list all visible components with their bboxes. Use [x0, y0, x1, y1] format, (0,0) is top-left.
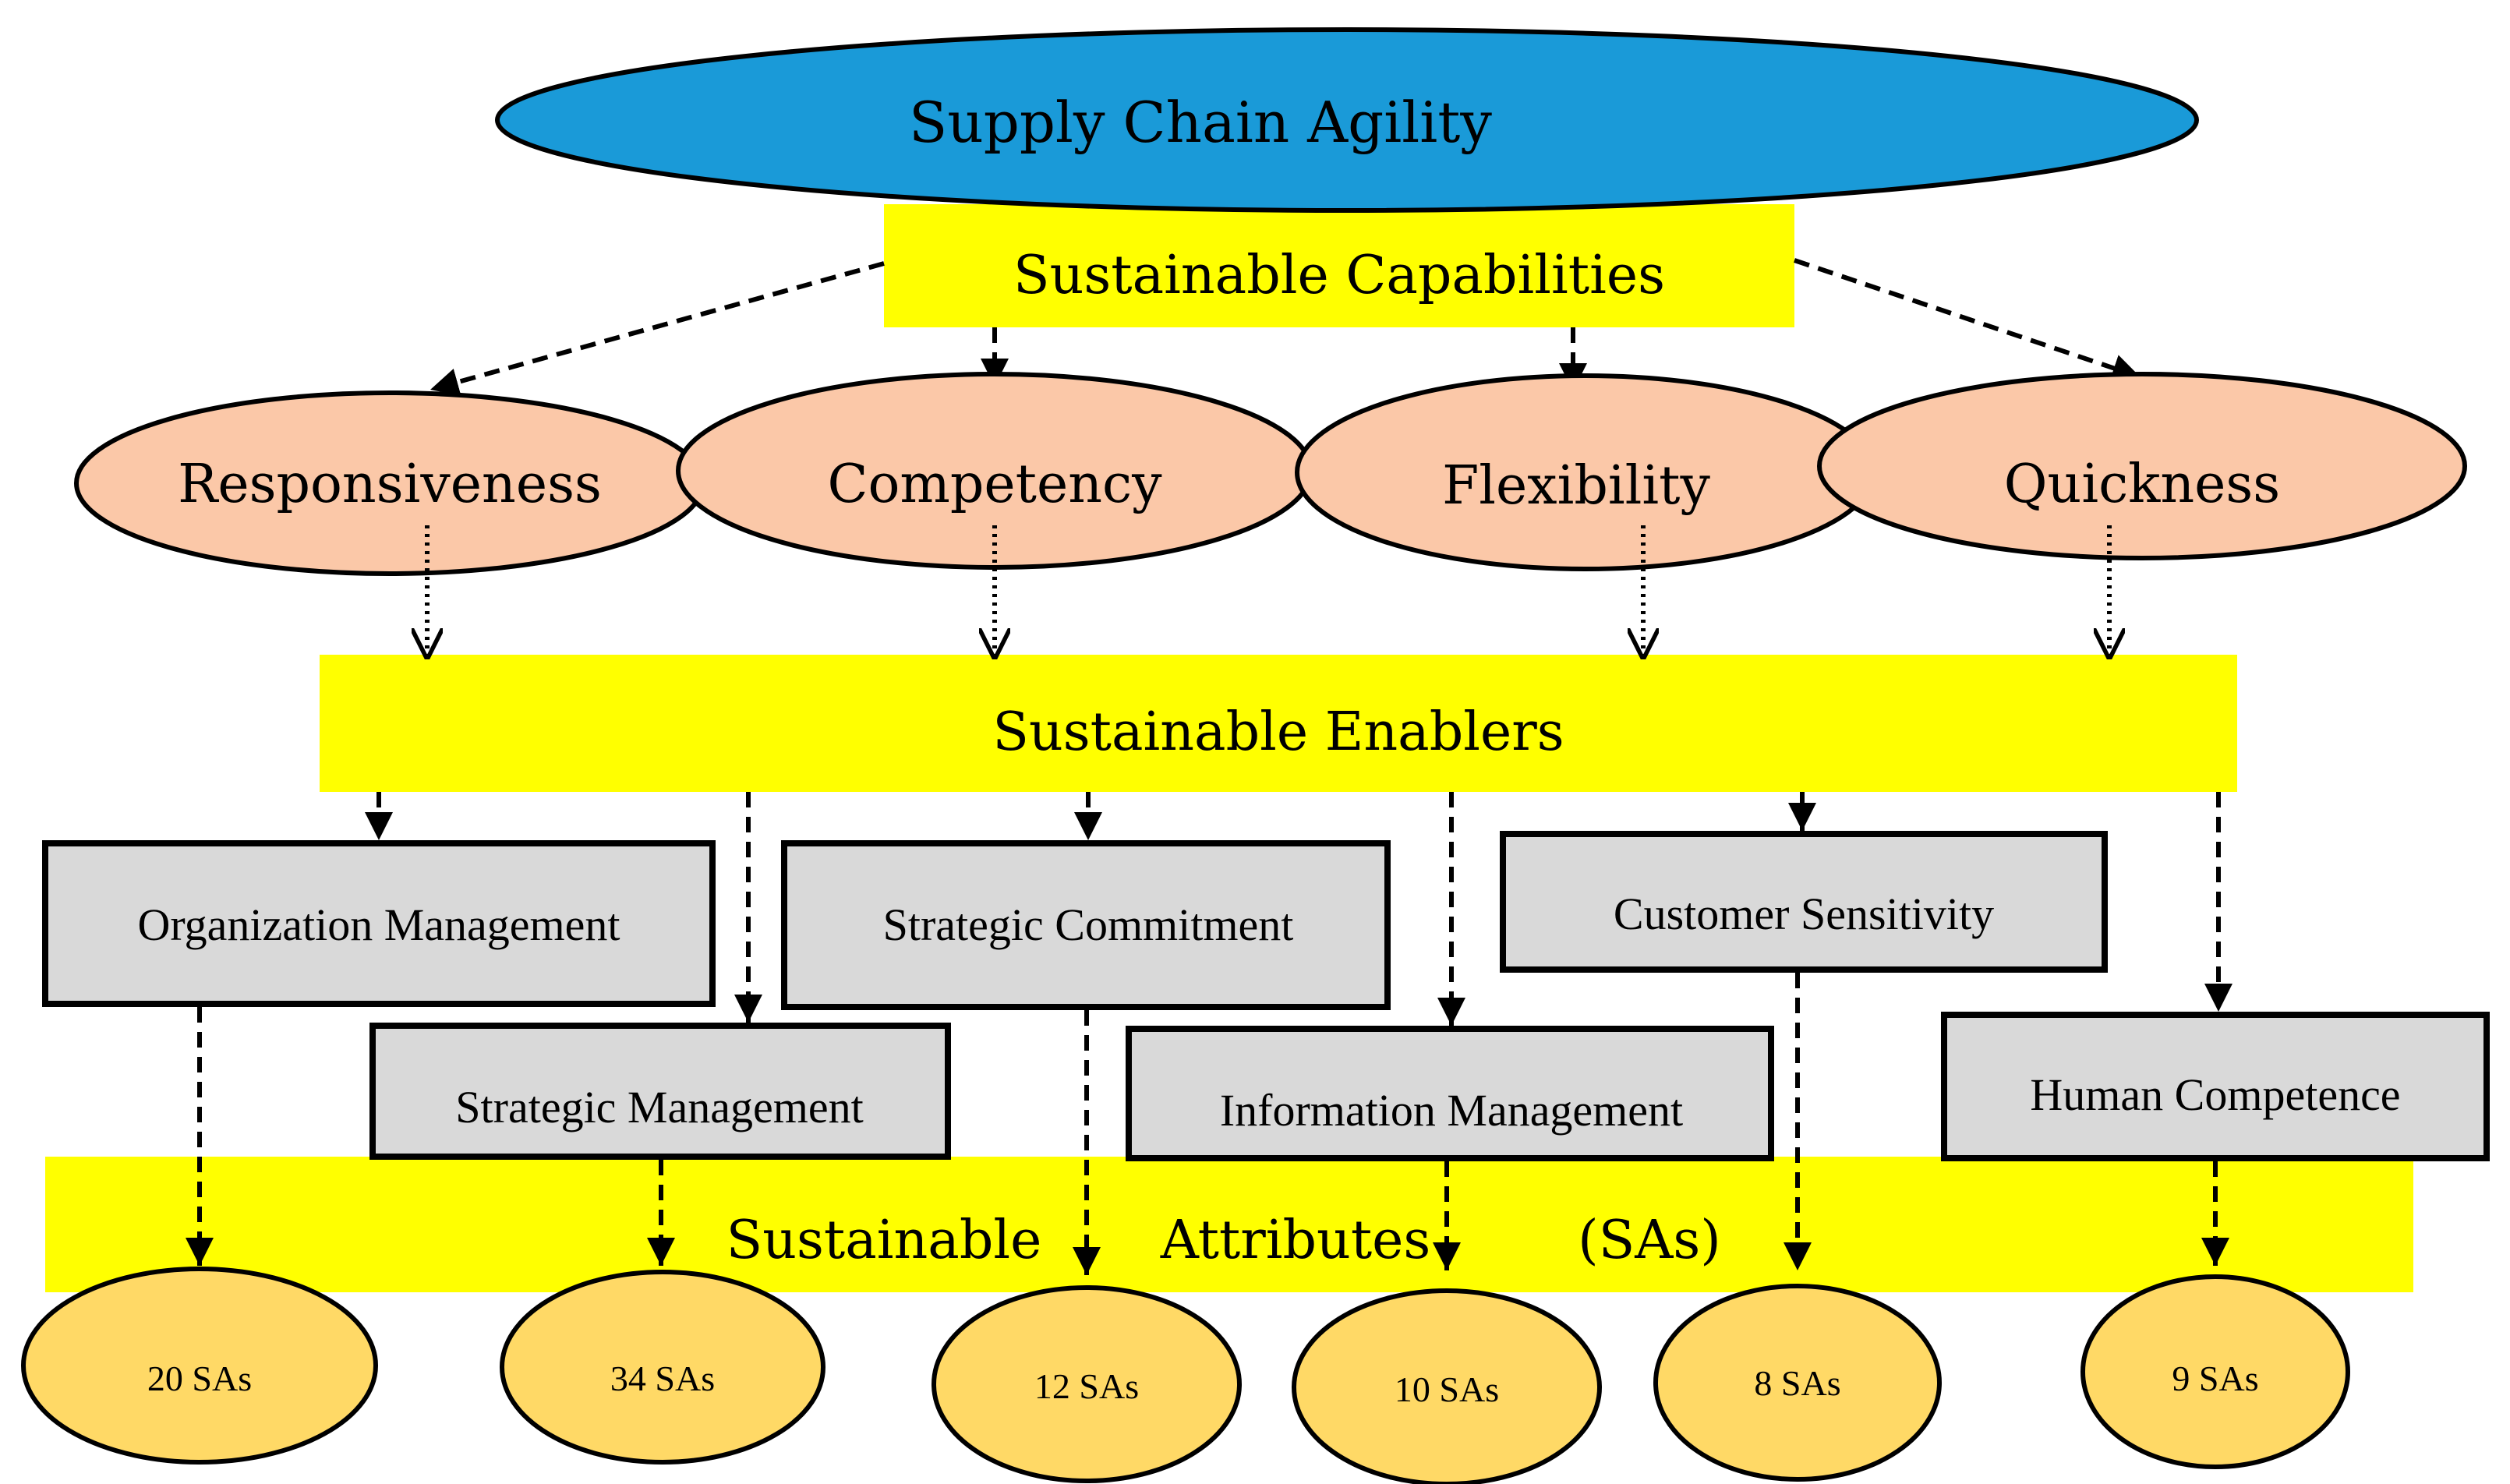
sa-count-10: 10 SAs [1395, 1369, 1499, 1409]
strategic-commitment-box [781, 840, 1391, 1010]
capabilities-band-label: Sustainable Capabilities [1013, 245, 1665, 306]
sa-arrows [186, 973, 2229, 1275]
sa-ellipse-strategic-management [500, 1270, 825, 1465]
attributes-label-word-3: (SAs) [1578, 1210, 1721, 1271]
competency-label: Competency [827, 454, 1162, 515]
human-competence-label: Human Competence [2030, 1069, 2400, 1120]
flexibility-label: Flexibility [1442, 455, 1710, 517]
enabler-input-arrows [427, 525, 2109, 659]
arrow-to-quickness [1794, 258, 2141, 382]
enablers-band-label: Sustainable Enablers [992, 701, 1564, 763]
quickness-label: Quickness [2004, 454, 2280, 515]
strategic-management-label: Strategic Management [455, 1082, 863, 1132]
enabler-arrows [365, 792, 2232, 1026]
sa-ellipse-strategic-commitment [932, 1285, 1242, 1483]
sa-count-9: 9 SAs [2172, 1359, 2258, 1398]
quickness-ellipse [1817, 372, 2467, 560]
sa-ellipse-information-management [1292, 1288, 1602, 1484]
sa-ellipse-customer-sensitivity [1653, 1284, 1942, 1482]
information-management-label: Information Management [1220, 1085, 1683, 1136]
sa-ellipse-organization-management [21, 1267, 378, 1465]
sa-count-12: 12 SAs [1034, 1366, 1139, 1406]
enablers-group: Organization Management Strategic Commit… [42, 831, 2490, 1161]
customer-sensitivity-box [1500, 831, 2108, 973]
supply-chain-agility-ellipse [495, 27, 2199, 213]
organization-management-label: Organization Management [138, 899, 620, 950]
sa-ellipse-human-competence [2080, 1274, 2350, 1469]
strategic-management-box [369, 1023, 951, 1160]
capability-arrows [430, 258, 2141, 396]
information-management-box [1126, 1026, 1774, 1161]
responsiveness-label: Responsiveness [178, 454, 602, 515]
arrow-to-responsiveness [430, 261, 885, 396]
organization-management-box [42, 840, 716, 1007]
strategic-commitment-label: Strategic Commitment [883, 899, 1294, 950]
sa-group: 20 SAs 34 SAs 12 SAs 10 SAs 8 SAs 9 SAs [21, 1267, 2350, 1484]
customer-sensitivity-label: Customer Sensitivity [1614, 889, 1994, 939]
capabilities-band [884, 204, 1794, 327]
attributes-label-word-2: Attributes [1160, 1210, 1431, 1271]
human-competence-box [1941, 1012, 2490, 1161]
capabilities-group: Responsiveness Competency Flexibility Qu… [74, 372, 2467, 576]
supply-chain-agility-label: Supply Chain Agility [909, 90, 1492, 155]
sa-count-20: 20 SAs [147, 1359, 252, 1398]
attributes-band [45, 1157, 2413, 1292]
attributes-label-word-1: Sustainable [726, 1210, 1042, 1271]
sa-count-34: 34 SAs [610, 1359, 715, 1398]
enablers-band [320, 655, 2237, 792]
sa-count-8: 8 SAs [1754, 1363, 1840, 1403]
